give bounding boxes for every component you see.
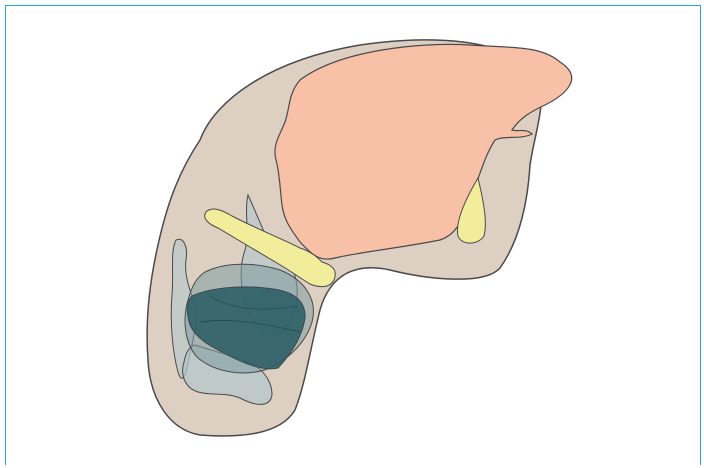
- anatomical-illustration: [0, 0, 704, 468]
